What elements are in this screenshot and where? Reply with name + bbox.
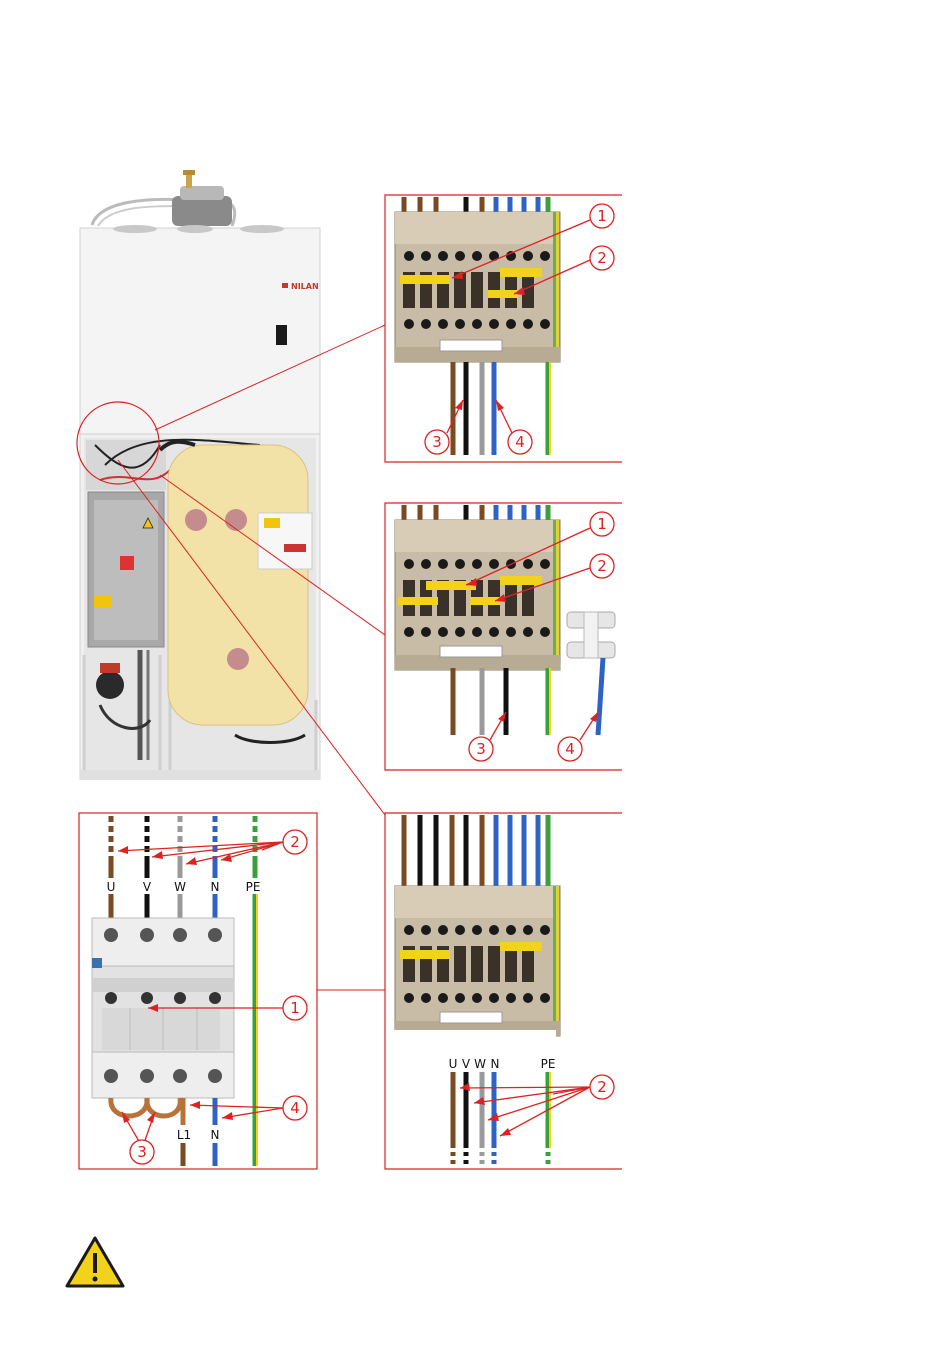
callout-3: 3 (476, 740, 486, 758)
circulation-pump (96, 671, 124, 699)
label-u: U (107, 880, 116, 894)
water-tank (168, 445, 308, 725)
label-n: N (491, 1057, 500, 1071)
label-v: V (143, 880, 152, 894)
label-pe: PE (541, 1057, 556, 1071)
callout-3: 3 (137, 1143, 147, 1161)
panel-terminal-block-b: 1 2 3 4 (385, 503, 622, 770)
label-w: W (174, 880, 186, 894)
label-pe: PE (246, 880, 261, 894)
callout-1: 1 (597, 515, 607, 533)
label-u: U (449, 1057, 458, 1071)
warning-triangle-icon (67, 1238, 123, 1286)
nilan-logo-icon (282, 283, 288, 288)
callout-2: 2 (597, 557, 607, 575)
panel-circuit-breaker: U V W N PE L1 N (79, 813, 317, 1169)
callout-4: 4 (515, 433, 525, 451)
panel-terminal-block-a: 1 2 3 4 (385, 195, 622, 462)
wire-connector (567, 612, 615, 735)
callout-4: 4 (290, 1099, 300, 1117)
callout-1: 1 (597, 207, 607, 225)
fan-unit (172, 196, 232, 226)
callout-2: 2 (597, 249, 607, 267)
label-l1: L1 (177, 1128, 191, 1142)
callout-4: 4 (565, 740, 575, 758)
heat-pump-unit: NILAN (80, 170, 320, 780)
callout-2: 2 (597, 1078, 607, 1096)
callout-3: 3 (432, 433, 442, 451)
callout-2: 2 (290, 833, 300, 851)
label-n: N (211, 880, 220, 894)
panel-terminal-block-d: U V W N PE 2 (385, 813, 622, 1169)
callout-1: 1 (290, 999, 300, 1017)
display-window (276, 325, 287, 345)
label-w: W (474, 1057, 486, 1071)
label-v: V (462, 1057, 471, 1071)
label-n-out: N (211, 1128, 220, 1142)
brand-label: NILAN (291, 282, 319, 291)
